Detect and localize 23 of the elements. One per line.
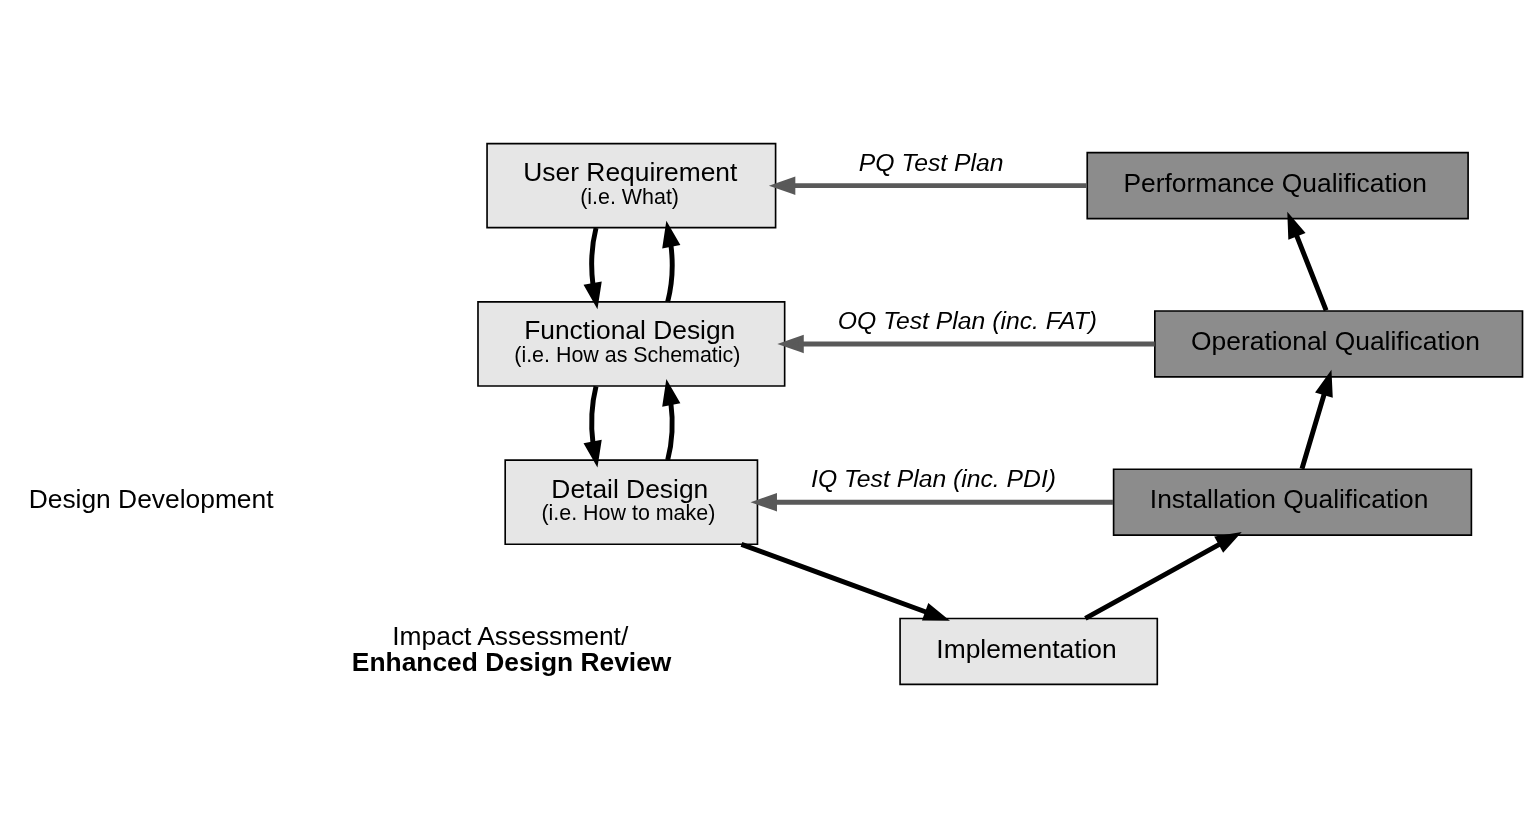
arrow: [583, 227, 602, 310]
arrow: [1084, 531, 1242, 621]
edge-label: OQ Test Plan (inc. FAT): [837, 307, 1097, 335]
node-box: Implementation: [899, 617, 1159, 686]
label: Design Development: [28, 484, 274, 515]
arrow: [768, 176, 1088, 195]
arrow: [662, 378, 681, 461]
arrow: [662, 220, 681, 303]
arrow: [777, 334, 1155, 354]
arrow: [750, 492, 1114, 512]
node-box: Operational Qualification: [1154, 310, 1524, 378]
arrow: [740, 542, 950, 621]
label: Impact Assessment/ Enhanced Design Review: [351, 620, 672, 677]
arrow: [583, 385, 602, 468]
arrow: [1299, 369, 1333, 470]
edge-label: PQ Test Plan: [858, 148, 1004, 176]
node-box: Installation Qualification: [1112, 468, 1473, 536]
node-box: Functional Design (i.e. How as Schematic): [477, 301, 786, 387]
node-box: Performance Qualification: [1086, 151, 1469, 220]
edge-label: IQ Test Plan (inc. PDI): [811, 465, 1057, 493]
node-box: User Requirement (i.e. What): [486, 142, 777, 229]
node-box: Detail Design (i.e. How to make): [504, 459, 759, 546]
arrow: [1287, 211, 1329, 312]
